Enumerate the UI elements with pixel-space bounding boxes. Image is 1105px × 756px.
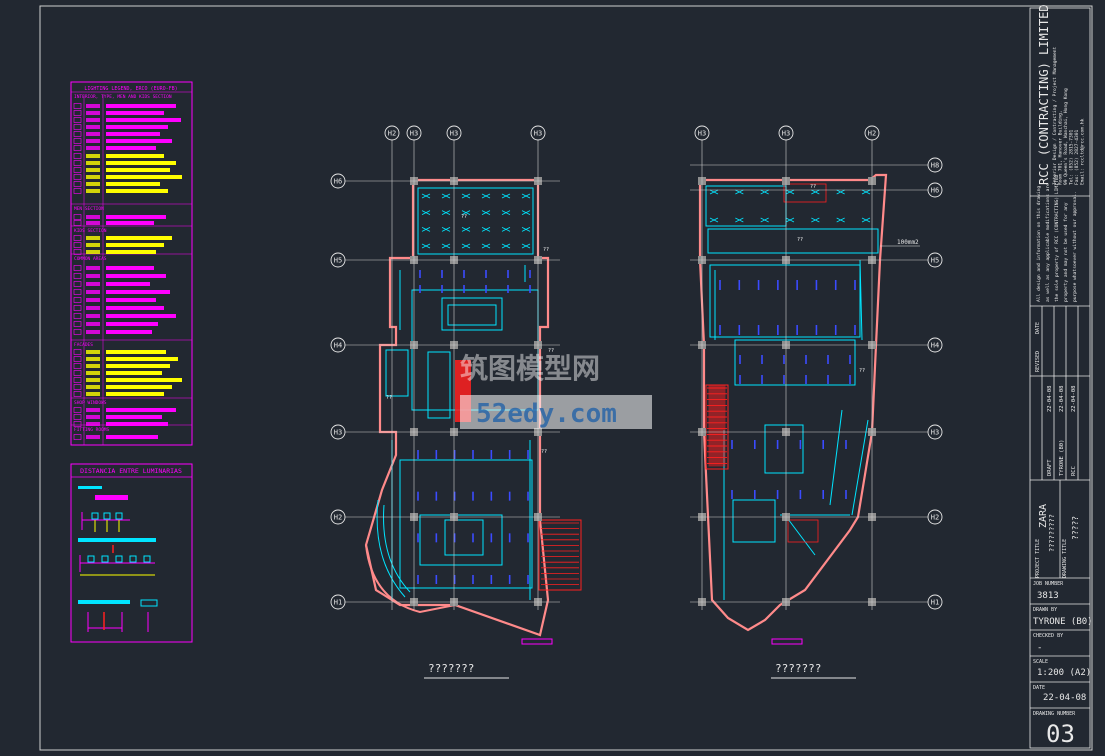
drawing-number: 03	[1046, 720, 1075, 748]
right-grid-side-7: H1	[931, 599, 939, 607]
distance-legend-title: DISTANCIA ENTRE LUMINARIAS	[80, 467, 182, 475]
left-grid-top-2: H3	[410, 130, 418, 138]
left-grid-top-4: H3	[534, 130, 542, 138]
job-number: 3813	[1037, 591, 1059, 601]
legend-section-6: SHOP WINDOWS	[74, 400, 107, 406]
left-grid-side-2: H5	[334, 257, 342, 265]
right-grid-side-3: H5	[931, 257, 939, 265]
company-sub-line-1: Interior Design / Contracting / Project …	[1052, 46, 1058, 185]
company-sub-line-6: Email: rccltd@rcc.com.hk	[1080, 118, 1086, 185]
plan-label-left: ???????	[428, 662, 474, 675]
revised-header: REVISED	[1035, 351, 1041, 372]
copyright-line-1: All design and information on this drawi…	[1036, 186, 1042, 302]
company-sub-line-5: Fax: (852) 2827-4301	[1074, 129, 1080, 185]
watermark-line2: 52edy.com	[476, 399, 617, 429]
right-grid-side-2: H6	[931, 187, 939, 195]
stair-left	[538, 519, 582, 591]
left-grid-side-4: H3	[334, 429, 342, 437]
project-title: ZARA	[1038, 504, 1049, 528]
legend-section-7: FITTING ROOMS	[74, 427, 110, 433]
date-label: DATE	[1033, 685, 1045, 691]
scale-bar-right	[771, 638, 803, 645]
left-grid-side-3: H4	[334, 342, 342, 350]
small-marks: ????????????????	[386, 184, 865, 455]
right-grid-top-1: H3	[698, 130, 706, 138]
job-number-label: JOB NUMBER	[1033, 581, 1064, 587]
left-grid-side-1: H6	[334, 178, 342, 186]
copyright-line-2: as well as any applicable modifications …	[1045, 183, 1051, 302]
right-grid-side-5: H3	[931, 429, 939, 437]
sheet-border	[39, 5, 1093, 751]
floor-plan-right	[698, 173, 888, 632]
distance-legend: DISTANCIA ENTRE LUMINARIAS	[70, 463, 193, 643]
small-mark-5: ??	[461, 214, 467, 220]
date-header: DATE	[1035, 322, 1041, 334]
right-grid-side-4: H4	[931, 342, 939, 350]
small-mark-3: ??	[386, 395, 392, 401]
checked-by-label: CHECKED BY	[1033, 633, 1063, 639]
small-mark-6: ??	[810, 184, 816, 190]
watermark-line1: 筑图模型网	[460, 352, 600, 385]
drawing-title-label: DRAWING TITLE	[1062, 539, 1068, 578]
right-grid-top-2: H3	[782, 130, 790, 138]
revision-by-3: RCC	[1071, 466, 1077, 476]
copyright-line-3: the sole property of RCC (CONTRACTING) L…	[1054, 175, 1060, 302]
small-mark-4: ??	[541, 449, 547, 455]
company-sub-line-4: Tel: (852) 2815-7301	[1069, 129, 1075, 185]
right-grid-top-3: H2	[868, 130, 876, 138]
revision-date-3: 22-04-08	[1071, 386, 1077, 413]
project-title-label: PROJECT TITLE	[1035, 539, 1041, 578]
left-grid-top-3: H3	[450, 130, 458, 138]
legend-section-5: FACADES	[74, 342, 93, 348]
left-grid-top-1: H2	[388, 130, 396, 138]
revision-date-1: 22-04-08	[1047, 386, 1053, 413]
small-mark-7: ??	[797, 237, 803, 243]
scale-value: 1:200 (A2)	[1037, 668, 1091, 678]
company-sub-line-2: Room 701, Hanover Building,	[1058, 110, 1064, 185]
left-grid-side-6: H1	[334, 599, 342, 607]
title-block-texts: RCC (CONTRACTING) LIMITED Interior Desig…	[1033, 4, 1093, 748]
watermark: 筑图模型网 52edy.com	[460, 352, 652, 429]
title-block	[1029, 7, 1091, 749]
legend-rows: INTERIOR, TYPE, MEN AND KIDS SECTION MEN …	[71, 91, 192, 445]
revision-by-1: DRAFT	[1047, 459, 1053, 476]
project-subtitle: ?????????	[1048, 514, 1056, 552]
small-mark-1: ??	[543, 247, 549, 253]
lighting-legend: LIGHTING LEGEND, ERCO (EURO-FB) INTERIOR…	[70, 81, 193, 446]
legend-section-1: INTERIOR, TYPE, MEN AND KIDS SECTION	[74, 94, 172, 100]
left-grid-side-5: H2	[334, 514, 342, 522]
right-grid-side-6: H2	[931, 514, 939, 522]
drawing-title: ?????	[1071, 516, 1080, 540]
company-name: RCC (CONTRACTING) LIMITED	[1037, 4, 1051, 185]
drawing-number-label: DRAWING NUMBER	[1033, 711, 1076, 717]
legend-section-4: COMMON AREAS	[74, 256, 107, 262]
plan-label-right: ???????	[775, 662, 821, 675]
date-value: 22-04-08	[1043, 693, 1086, 703]
legend-section-3: KIDS SECTION	[74, 228, 107, 234]
scale-label: SCALE	[1033, 659, 1048, 665]
checked-by: -	[1037, 643, 1042, 653]
small-mark-8: ??	[859, 368, 865, 374]
revision-date-2: 22-04-08	[1059, 386, 1065, 413]
copyright-line-4: property and may not be used for any	[1063, 202, 1069, 302]
legend-section-2: MEN SECTION	[74, 206, 104, 212]
scale-bar-left	[521, 638, 553, 645]
small-mark-2: ??	[548, 348, 554, 354]
cable-note: 100mm2	[897, 239, 919, 246]
lighting-legend-title: LIGHTING LEGEND, ERCO (EURO-FB)	[84, 86, 177, 92]
right-grid-side-1: H8	[931, 162, 939, 170]
copyright-line-5: purpose whatsoever without our approval.	[1072, 191, 1078, 302]
stair-right	[783, 183, 827, 543]
drawn-by-label: DRAWN BY	[1033, 607, 1057, 613]
company-sub-line-3: 99 Queen's Road, Wanchai, Hong Kong	[1063, 88, 1069, 185]
revision-by-2: TYRONE (B0)	[1059, 440, 1065, 476]
escalator-right	[705, 384, 729, 470]
drawn-by: TYRONE (B0)	[1033, 617, 1093, 627]
